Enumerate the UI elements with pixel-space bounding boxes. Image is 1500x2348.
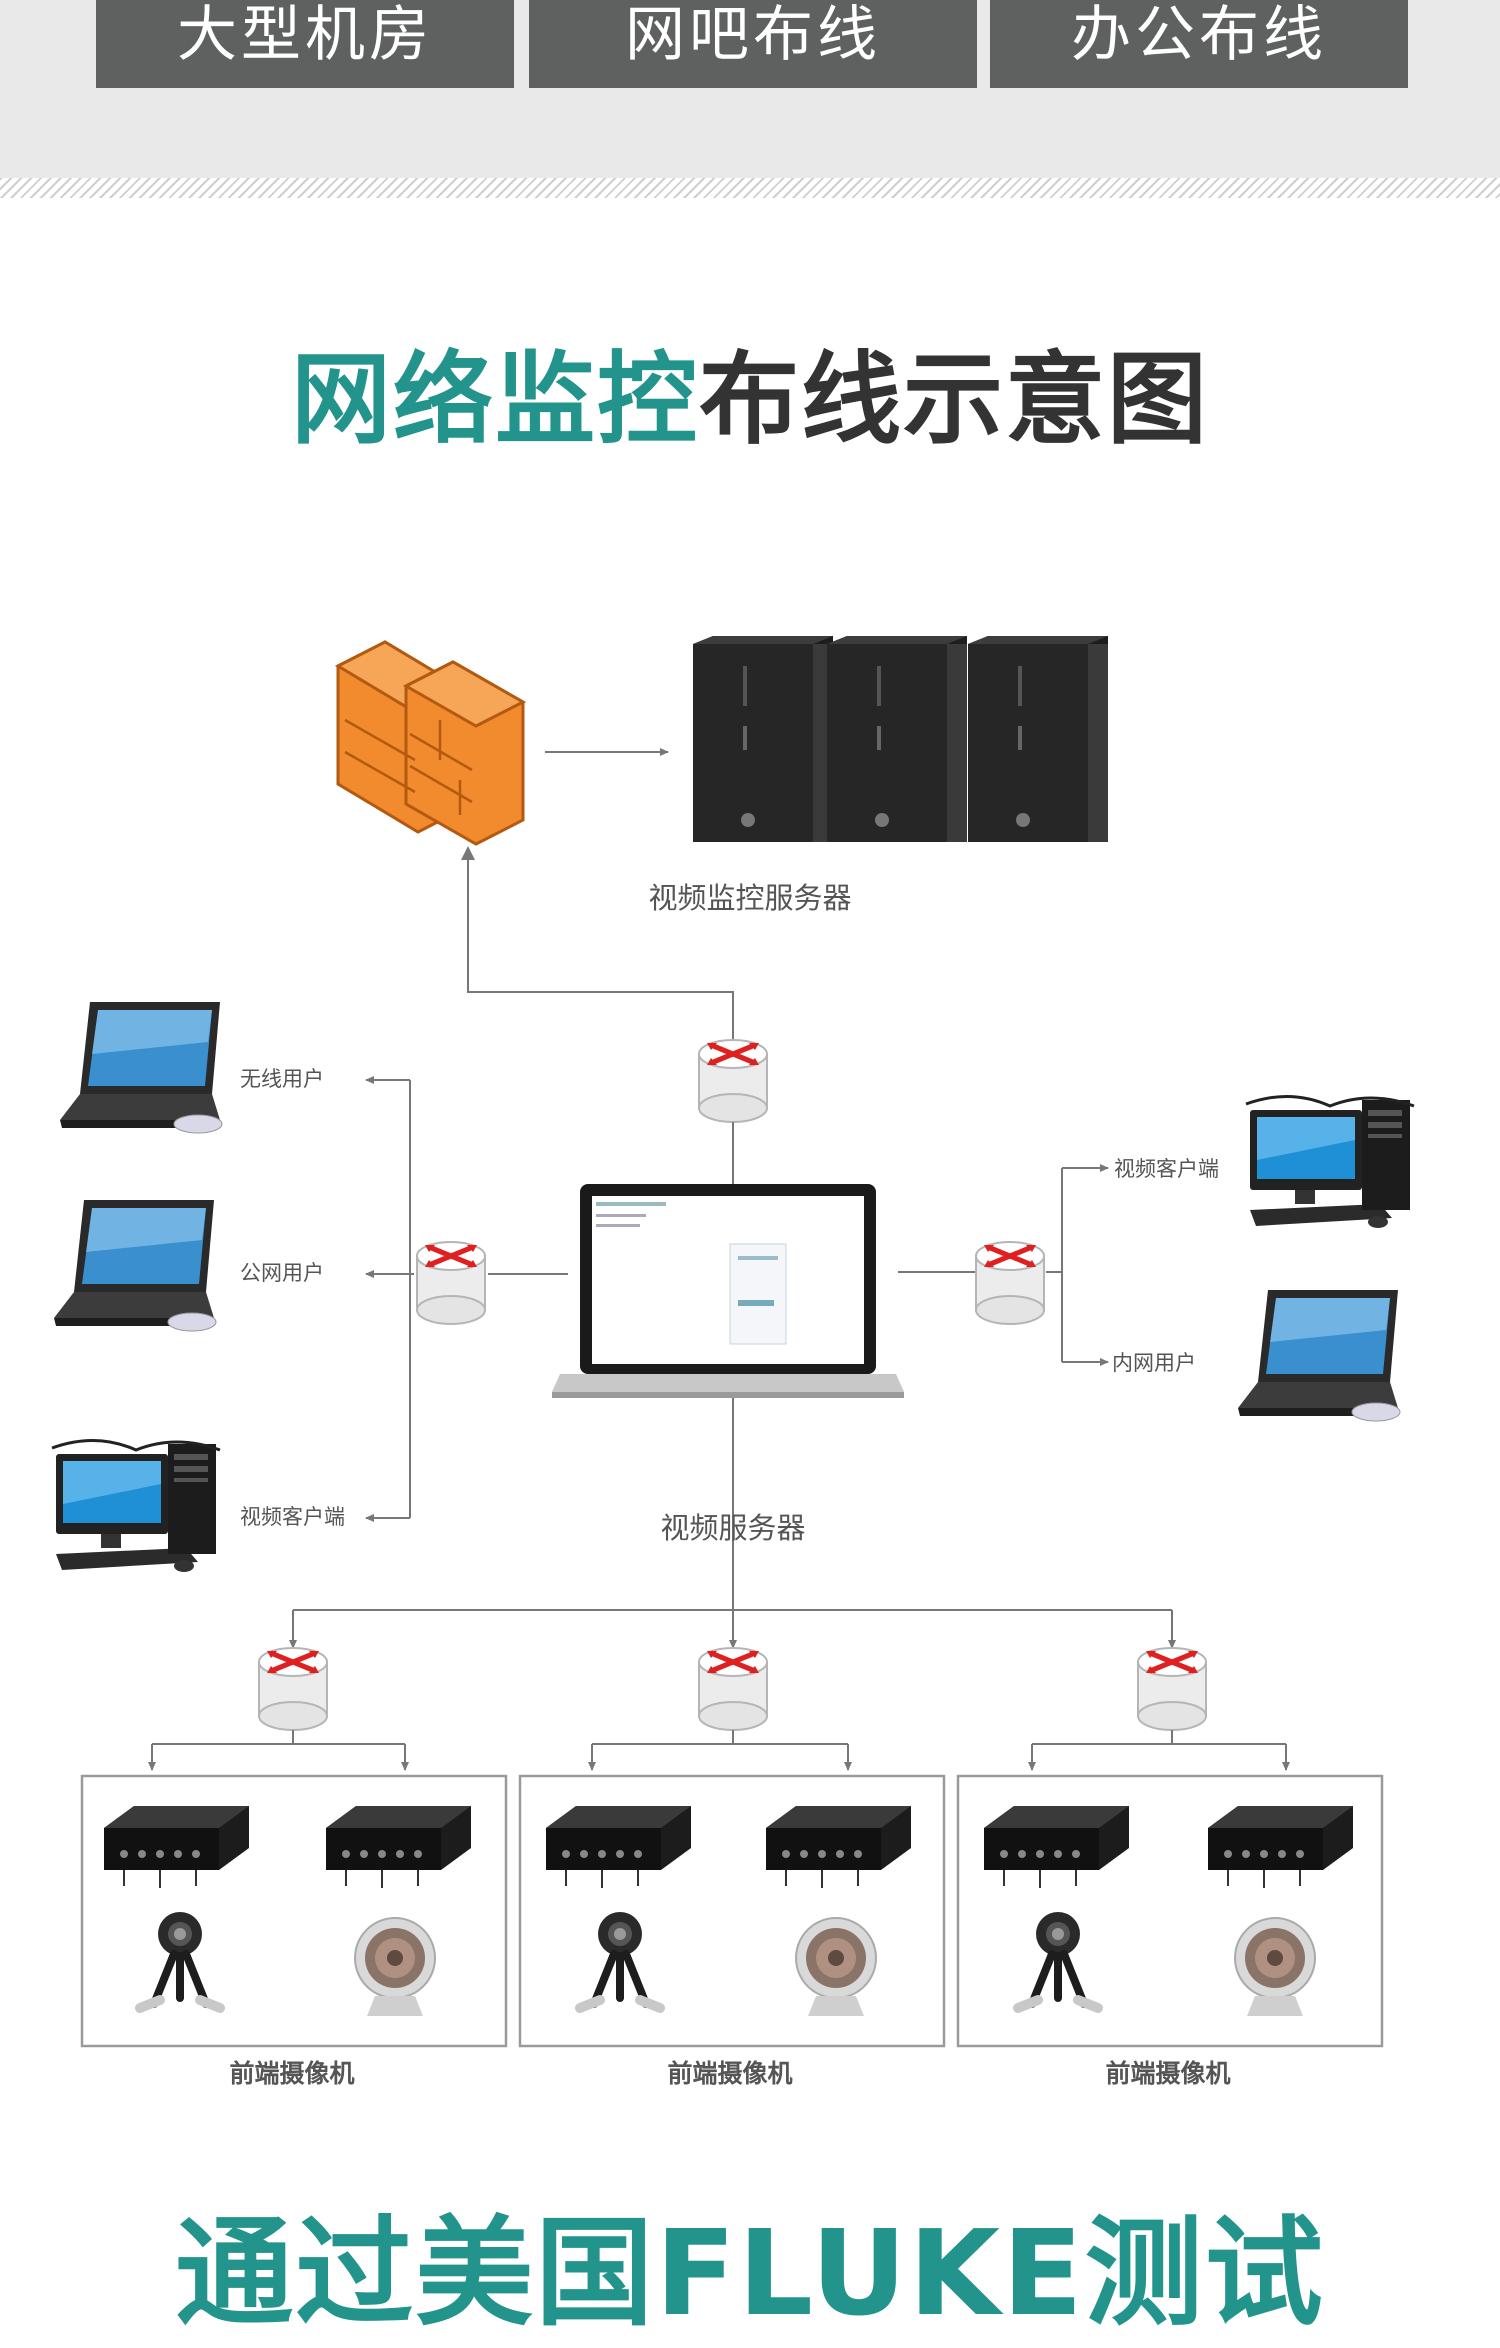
camera-group-box [80,1774,508,2048]
firewall-to-router-link [467,850,734,1048]
tab-data-center[interactable]: 大型机房 [96,0,514,88]
label-video-server: 视频服务器 [660,1511,805,1545]
infrared-camera-icon [795,1917,877,2017]
infrared-camera-icon [1234,1917,1316,2017]
infrared-camera-icon [354,1917,436,2017]
label-front-camera: 前端摄像机 [229,2059,354,2088]
label-front-camera: 前端摄像机 [667,2059,792,2088]
router-icon [259,1648,327,1730]
page-title: 网络监控布线示意图 [0,330,1500,470]
hatch-divider [0,178,1500,198]
server-tower-icon [827,636,967,842]
router-icon [417,1242,485,1324]
title-rest: 布线示意图 [699,341,1209,458]
label-public-user: 公网用户 [240,1261,324,1285]
router-icon [1138,1648,1206,1730]
camera-group-box [956,1774,1384,2048]
title-highlight: 网络监控 [291,341,699,458]
fluke-test-title: 通过美国FLUKE测试 [175,2204,1325,2342]
router-icon [699,1040,767,1122]
center-laptop-icon [552,1184,904,1398]
label-intranet-user: 内网用户 [1112,1351,1196,1375]
label-video-client-right: 视频客户端 [1114,1157,1219,1181]
server-tower-icon [968,636,1108,842]
tab-internet-cafe[interactable]: 网吧布线 [529,0,977,88]
label-video-client-left: 视频客户端 [240,1505,345,1529]
laptop-icon [1237,1289,1401,1422]
webcam-icon [140,1912,220,2008]
label-video-monitor-server: 视频监控服务器 [648,881,851,915]
label-front-camera: 前端摄像机 [1105,2059,1230,2088]
label-wireless-user: 无线用户 [240,1067,324,1091]
tab-office[interactable]: 办公布线 [990,0,1408,88]
webcam-icon [580,1912,660,2008]
dvr-encoder-icon [103,1805,250,1889]
desktop-pc-icon [1244,1094,1416,1230]
dvr-encoder-icon [765,1805,912,1889]
dvr-encoder-icon [1207,1805,1354,1889]
server-tower-icon [693,636,833,842]
dvr-encoder-icon [545,1805,692,1889]
firewall-icon [334,640,527,846]
laptop-icon [59,1001,223,1134]
webcam-icon [1018,1912,1098,2008]
dvr-encoder-icon [983,1805,1130,1889]
desktop-pc-icon [50,1438,222,1574]
router-icon [976,1242,1044,1324]
router-icon [699,1648,767,1730]
camera-group-box [518,1774,946,2048]
laptop-icon [53,1199,217,1332]
dvr-encoder-icon [325,1805,472,1889]
